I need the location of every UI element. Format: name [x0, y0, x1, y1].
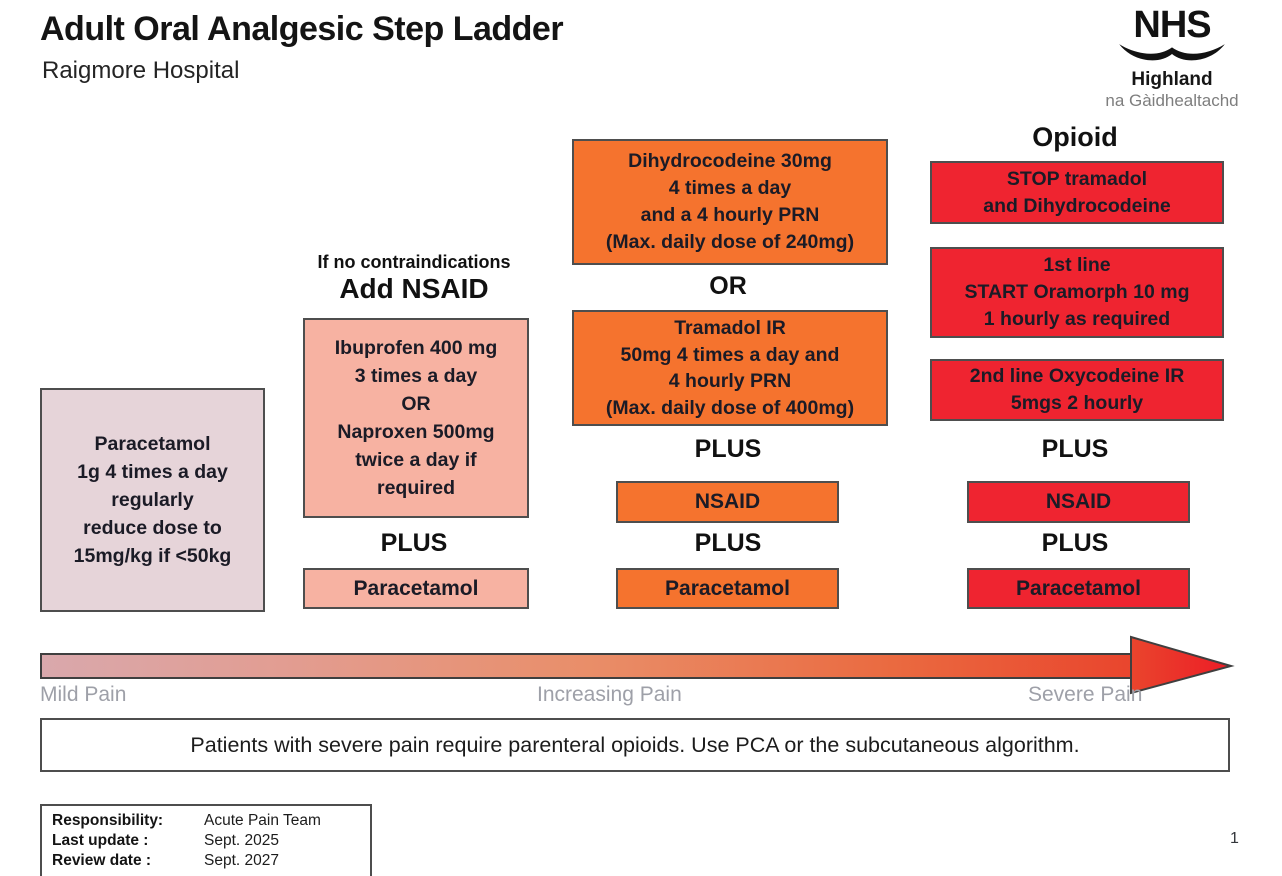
- step2-paracetamol-box: Paracetamol: [303, 568, 529, 609]
- logo-gaelic-text: na Gàidhealtachd: [1105, 91, 1239, 110]
- nhs-logo-text: NHS: [1133, 4, 1211, 46]
- step4-nsaid-box: NSAID: [967, 481, 1190, 523]
- step2-plus-label: PLUS: [380, 529, 448, 557]
- step2-heading: Add NSAID: [339, 273, 489, 304]
- step3-plus1-label: PLUS: [694, 435, 762, 463]
- meta-value: Sept. 2027: [204, 852, 279, 869]
- step3-or-label: OR: [709, 272, 747, 300]
- step4-plus2-label: PLUS: [1041, 529, 1109, 557]
- step3-dihydrocodeine-box: Dihydrocodeine 30mg 4 times a day and a …: [572, 139, 888, 265]
- meta-label: Responsibility:: [52, 812, 164, 829]
- pain-gradient-bar: [40, 653, 1135, 679]
- step3-paracetamol-box: Paracetamol: [616, 568, 839, 609]
- meta-row-responsibility: Responsibility: Acute Pain Team: [52, 811, 360, 831]
- page-subtitle: Raigmore Hospital: [42, 57, 240, 84]
- step4-paracetamol-box: Paracetamol: [967, 568, 1190, 609]
- page-title: Adult Oral Analgesic Step Ladder: [40, 10, 564, 48]
- step3-tramadol-box: Tramadol IR 50mg 4 times a day and 4 hou…: [572, 310, 888, 426]
- severe-pain-label: Severe Pain: [1028, 683, 1143, 706]
- step4-second-line-box: 2nd line Oxycodeine IR 5mgs 2 hourly: [930, 359, 1224, 421]
- increasing-pain-label: Increasing Pain: [537, 683, 682, 706]
- step3-nsaid-box: NSAID: [616, 481, 839, 523]
- logo-region-text: Highland: [1131, 69, 1213, 90]
- meta-label: Review date :: [52, 852, 152, 869]
- meta-value: Sept. 2025: [204, 832, 279, 849]
- step4-first-line-box: 1st line START Oramorph 10 mg 1 hourly a…: [930, 247, 1224, 338]
- step4-stop-box: STOP tramadol and Dihydrocodeine: [930, 161, 1224, 224]
- nhs-highland-logo: NHS Highland na Gàidhealtachd: [1102, 6, 1242, 109]
- meta-value: Acute Pain Team: [204, 812, 321, 829]
- nhs-swoosh-icon: [1119, 44, 1225, 61]
- step2-nsaid-options-box: Ibuprofen 400 mg 3 times a day OR Naprox…: [303, 318, 529, 518]
- arrow-head-icon: [1130, 635, 1235, 695]
- meta-row-review-date: Review date : Sept. 2027: [52, 851, 360, 871]
- step2-note: If no contraindications: [317, 252, 511, 272]
- step4-plus1-label: PLUS: [1041, 435, 1109, 463]
- meta-row-last-update: Last update : Sept. 2025: [52, 831, 360, 851]
- step1-paracetamol-box: Paracetamol 1g 4 times a day regularly r…: [40, 388, 265, 612]
- step3-plus2-label: PLUS: [694, 529, 762, 557]
- severe-pain-notice: Patients with severe pain require parent…: [40, 718, 1230, 772]
- meta-label: Last update :: [52, 832, 149, 849]
- mild-pain-label: Mild Pain: [40, 683, 127, 706]
- page-number: 1: [1230, 830, 1239, 847]
- document-metadata-box: Responsibility: Acute Pain Team Last upd…: [40, 804, 372, 876]
- step4-heading: Opioid: [1032, 122, 1118, 152]
